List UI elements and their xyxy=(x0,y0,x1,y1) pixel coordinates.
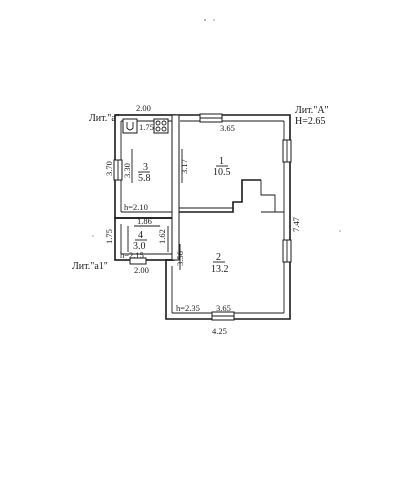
room4-area: 3.0 xyxy=(133,241,146,252)
scan-speck xyxy=(204,19,206,21)
room2-number: 2 xyxy=(216,252,221,263)
dim-room4-left: 1.75 xyxy=(104,229,114,244)
burner-icon xyxy=(161,120,167,126)
main-house-walls xyxy=(165,114,291,320)
burner-icon xyxy=(155,126,161,132)
room3-height: h=2.10 xyxy=(124,202,148,212)
room1-area: 10.5 xyxy=(213,167,231,178)
room3-number: 3 xyxy=(143,162,148,173)
room4-height: h=2.15 xyxy=(120,250,144,260)
partition-annex-main xyxy=(171,114,180,261)
dim-room1-left: 3.17 xyxy=(179,159,189,174)
toilet-fixture xyxy=(122,118,138,134)
partition-room1-room2 xyxy=(179,179,261,213)
dim-room2-bottom: 3.65 xyxy=(216,303,231,313)
scan-speck xyxy=(339,230,341,232)
dim-room4-right: 1.62 xyxy=(157,229,167,244)
dim-bottom-a1: 2.00 xyxy=(134,265,149,275)
dim-room3-width: 1.86 xyxy=(137,216,152,226)
dim-bath-width: 1.75 xyxy=(139,122,154,132)
label-lit-a: Лит."а" xyxy=(89,113,120,124)
room1-number: 1 xyxy=(219,156,224,167)
stove-outline xyxy=(260,180,276,212)
dim-left-a-inner: 3.30 xyxy=(122,163,132,178)
room3-area: 5.8 xyxy=(138,173,151,184)
room4-number: 4 xyxy=(138,230,143,241)
dim-right-total: 7.47 xyxy=(291,217,301,232)
dim-room2-left: 3.56 xyxy=(175,251,185,266)
room2-height: h=2.35 xyxy=(176,303,200,313)
door-a1-bottom xyxy=(129,257,147,265)
burner-icon xyxy=(161,126,167,132)
label-lit-a-main: Лит."А" xyxy=(295,105,329,116)
dim-top-a: 2.00 xyxy=(136,103,151,113)
dim-room1-top: 3.65 xyxy=(220,123,235,133)
stove-fixture xyxy=(153,118,169,134)
label-lit-a1: Лит."а1" xyxy=(72,261,108,272)
dim-left-a: 3.70 xyxy=(104,161,114,176)
toilet-bowl xyxy=(126,122,134,131)
label-height-main: H=2.65 xyxy=(295,116,325,127)
room2-area: 13.2 xyxy=(211,264,229,275)
scan-speck xyxy=(92,235,94,237)
scan-speck xyxy=(213,19,215,21)
burner-icon xyxy=(155,120,161,126)
dim-bottom-total: 4.25 xyxy=(212,326,227,336)
